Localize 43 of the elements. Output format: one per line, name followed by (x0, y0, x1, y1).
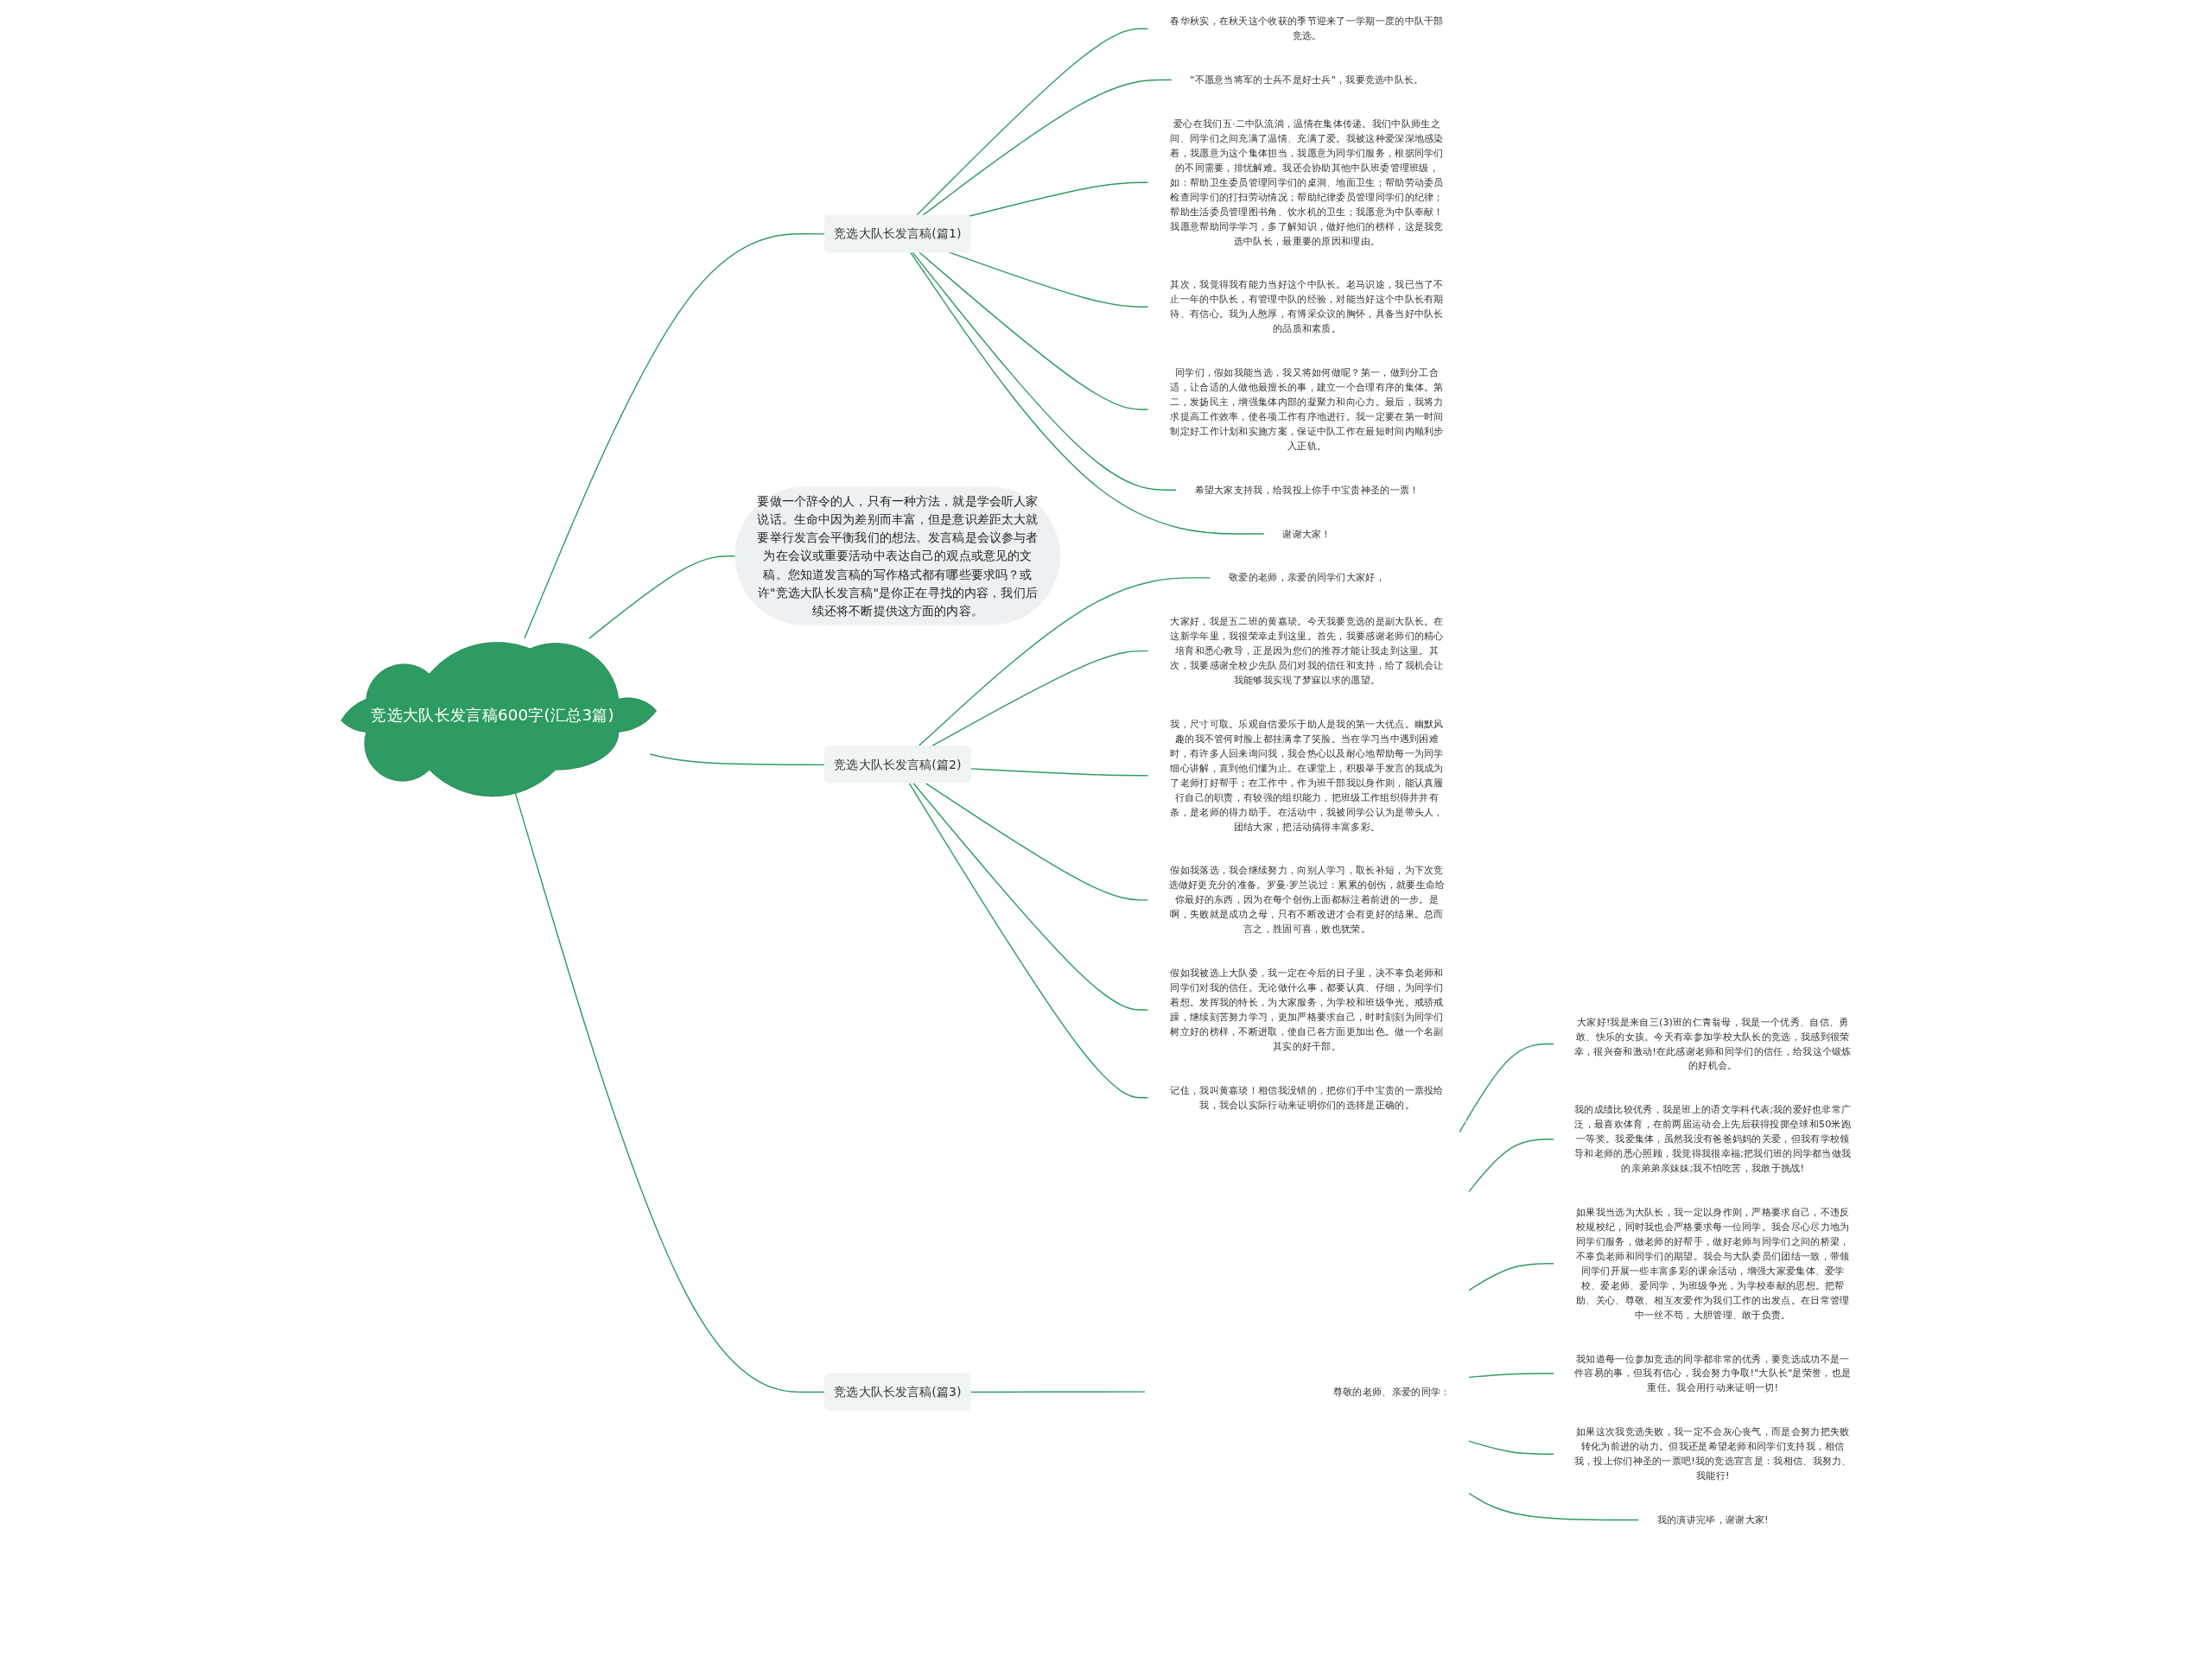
node-text: 如果这次我竞选失败，我一定不会灰心丧气，而是会努力把失败转化为前进的动力。但我还是希望老师和同学们支持我，相信我，投上你们神圣的一票吧!我的竞选宣言是：我相信、我努力、我能行! (1573, 1425, 1852, 1482)
connector (1467, 1440, 1555, 1455)
connector (917, 577, 1211, 747)
connector (649, 753, 826, 766)
connector (912, 251, 1177, 491)
connector (1467, 1373, 1555, 1379)
node-text: 假如我被选上大队委，我一定在今后的日子里，决不辜负老师和同学们对我的信任。无论做什么事，都要认真、仔细，为同学们着想。发挥我的特长，为大家服务，为学校和班级争光。戒骄戒躁，继续刻苦努力学习，更加严格要求自己，时时刻刻为同学们树立好的榜样，不断进取，使自己各方面更加出色。做一个名副其实的好干部。 (1170, 967, 1444, 1052)
node-text: "不愿意当将军的士兵不是好士兵"，我要竞选中队长。 (1190, 73, 1424, 86)
connector (915, 28, 1149, 217)
connector (918, 251, 1149, 410)
connector (925, 782, 1149, 901)
node-text: 我的演讲完毕，谢谢大家! (1656, 1513, 1769, 1526)
node-text: 爱心在我们五·二中队流淌，温情在集体传递。我们中队师生之间、同学们之间充满了温情、充满了爱。我被这种爱深深地感染着，我愿意为这个集体担当，我愿意为同学们服务，根据同学们的不同需要，排忧解难。我还会协助其他中队班委管理班级，如：帮助卫生委员管理同学们的桌洞、地面卫生；帮助劳动委员检查同学们的打扫劳动情况；帮助纪律委员管理同学们的纪律；帮助生活委员管理图书角、饮水机的卫生；我愿意为中队奉献！我愿意帮助同学学习，多了解知识，做好他们的榜样，这是我竞选中队长，最重要的原因和理由。 (1170, 117, 1444, 247)
node-text: 我知道每一位参加竞选的同学都非常的优秀，要竞选成功不是一件容易的事，但我有信心，我会努力争取!"大队长"是荣誉，也是重任。我会用行动来证明一切! (1573, 1352, 1851, 1394)
connector (969, 1391, 1146, 1393)
connector (1467, 1263, 1555, 1291)
node-text: 我，尺寸可取。乐观自信爱乐于助人是我的第一大优点。幽默风趣的我不管何时脸上都挂满拿了笑脸。当在学习当中遇到困难时，有许多人回来询问我，我会热心以及耐心地帮助每一为同学细心讲解，直到他们懂为止。在课堂上，积极举手发言的我成为了老师打好帮手；在工作中，作为班干部我以身作则，能认真履行自己的职责，有较强的组织能力，把班级工作组织得井井有条，是老师的得力助手。在活动中，我被同学公认为是带头人，团结大家，把活动搞得丰富多彩。 (1170, 718, 1444, 833)
connector (908, 782, 1149, 1099)
node-text: 其次，我觉得我有能力当好这个中队长。老马识途，我已当了不止一年的中队长，有管理中队的经验，对能当好这个中队长有期待、有信心。我为人憨厚，有博采众议的胸怀，具备当好中队长的品质和素质。 (1170, 278, 1444, 335)
connector (912, 782, 1149, 1011)
node-text: 大家好!我是来自三(3)班的仁青翁母，我是一个优秀、自信、勇敢、快乐的女孩。今天有幸参加学校大队长的竞选，我感到很荣幸，很兴奋和激动!在此感谢老师和同学们的信任，给我这个锻炼的好机会。 (1573, 1016, 1852, 1072)
connector (968, 181, 1149, 217)
node-text: 同学们，假如我能当选，我又将如何做呢？第一，做到分工合适，让合适的人做他最擅长的事，建立一个合理有序的集体。第二，发扬民主，增强集体内部的凝聚力和向心力。最后，我将力求提高工作效率，使各项工作有序地进行。我一定要在第一时间制定好工作计划和实施方案，保证中队工作在最短时间内顺利步入正轨。 (1170, 366, 1444, 452)
connector (1467, 1492, 1640, 1521)
connector (969, 768, 1149, 777)
node-text: 希望大家支持我，给我投上你手中宝贵神圣的一票！ (1194, 484, 1420, 496)
node-text: 大家好，我是五二班的黄嘉琰。今天我要竞选的是副大队长。在这新学年里，我很荣幸走到这里。首先，我要感谢老师们的精心培育和悉心教导，正是因为您们的推荐才能让我走到这里。其次，我要感谢全校少先队员们对我的信任和支持，给了我机会让我能够我实现了梦寐以求的愿望。 (1170, 615, 1444, 686)
node-text: 我的成绩比较优秀，我是班上的语文学科代表;我的爱好也非常广泛，最喜欢体育，在前两届运动会上先后获得投掷垒球和50米跑一等奖。我爱集体，虽然我没有爸爸妈妈的关爱，但我有学校领导和老师的悉心照顾，我觉得我很幸福;把我们班的同学都当做我的亲弟弟亲妹妹;我不怕吃苦，我敢于挑战! (1573, 1103, 1852, 1174)
node-text: 假如我落选，我会继续努力，向别人学习，取长补短，为下次竞选做好更充分的准备。罗曼·罗兰说过：累累的创伤，就要生命给你最好的东西，因为在每个创伤上面都标注着前进的一步。是啊，失败就是成功之母，只有不断改进才会有更好的结果。总而言之，胜固可喜，败也犹荣。 (1168, 864, 1446, 936)
node-text: 如果我当选为大队长，我一定以身作则，严格要求自己，不违反校规校纪，同时我也会严格要求每一位同学。我会尽心尽力地为同学们服务，做老师的好帮手，做好老师与同学们之间的桥梁，不辜负老师和同学们的期望。我会与大队委员们团结一致，带领同学们开展一些丰富多彩的课余活动，增强大家爱集体、爱学校、爱老师、爱同学，为班级争光，为学校奉献的思想。把帮助、关心、尊敬、相互友爱作为我们工作的出发点。在日常管理中一丝不苟，大胆管理、敢于负责。 (1575, 1206, 1850, 1321)
connector (514, 791, 826, 1393)
node-text: 敬爱的老师，亲爱的同学们大家好， (1228, 571, 1385, 584)
node-text: 尊敬的老师、亲爱的同学： (1332, 1386, 1451, 1398)
node-text: 春华秋实，在秋天这个收获的季节迎来了一学期一度的中队干部竞选。 (1170, 15, 1444, 42)
connector (588, 555, 737, 639)
node-text: 记住，我叫黄嘉琰！相信我没错的，把你们手中宝贵的一票投给我，我会以实际行动来证明你们的选择是正确的。 (1170, 1084, 1444, 1111)
node-text: 谢谢大家！ (1282, 527, 1332, 540)
connector (909, 251, 1265, 535)
connector (524, 233, 826, 639)
connector (1467, 1139, 1555, 1193)
connector (1458, 1043, 1555, 1133)
connector (948, 251, 1149, 308)
connector (921, 79, 1173, 217)
